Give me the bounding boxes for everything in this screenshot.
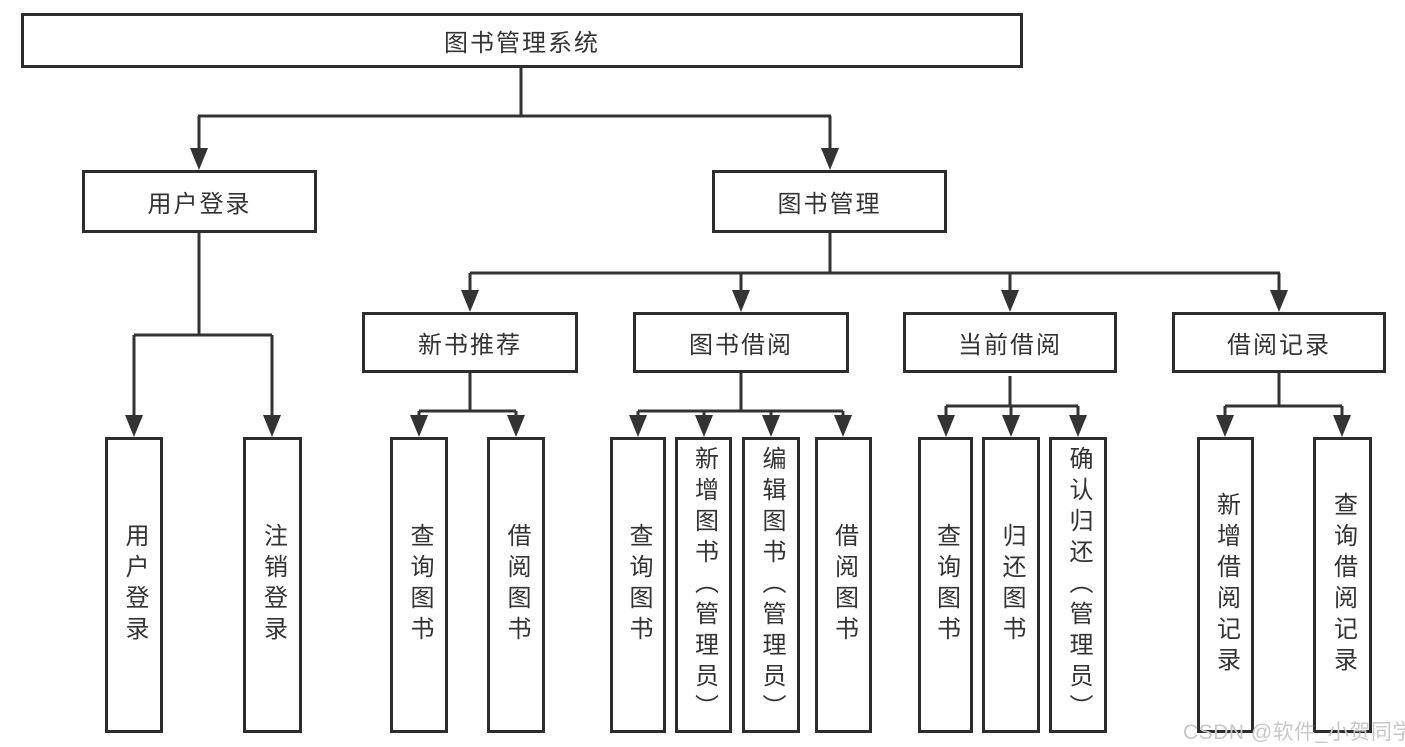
leaf-add-books-admin: 新增图书（管理员） <box>675 437 732 733</box>
node-current-borrow: 当前借阅 <box>903 312 1117 373</box>
leaf-borrow-books: 借阅图书 <box>815 437 872 733</box>
node-root: 图书管理系统 <box>21 13 1023 68</box>
leaf-query-books-borrow: 查询图书 <box>610 437 666 733</box>
node-book-management: 图书管理 <box>712 170 947 233</box>
node-borrow-records: 借阅记录 <box>1172 312 1386 373</box>
leaf-query-books-current: 查询图书 <box>918 437 973 733</box>
node-new-book-recommend: 新书推荐 <box>362 312 578 373</box>
leaf-query-borrow-record: 查询借阅记录 <box>1313 437 1372 733</box>
node-user-login: 用户登录 <box>82 170 317 233</box>
csdn-watermark: CSDN @软件_小贺同学 <box>1183 721 1405 744</box>
leaf-user-login: 用户登录 <box>105 437 163 733</box>
leaf-borrow-books-recommend: 借阅图书 <box>487 437 545 733</box>
leaf-query-books-recommend: 查询图书 <box>390 437 448 733</box>
leaf-return-books: 归还图书 <box>982 437 1040 733</box>
leaf-logout: 注销登录 <box>243 437 302 733</box>
node-book-borrow: 图书借阅 <box>633 312 849 373</box>
leaf-add-borrow-record: 新增借阅记录 <box>1197 437 1254 733</box>
leaf-edit-books-admin: 编辑图书（管理员） <box>742 437 800 733</box>
leaf-confirm-return-admin: 确认归还（管理员） <box>1049 437 1107 733</box>
